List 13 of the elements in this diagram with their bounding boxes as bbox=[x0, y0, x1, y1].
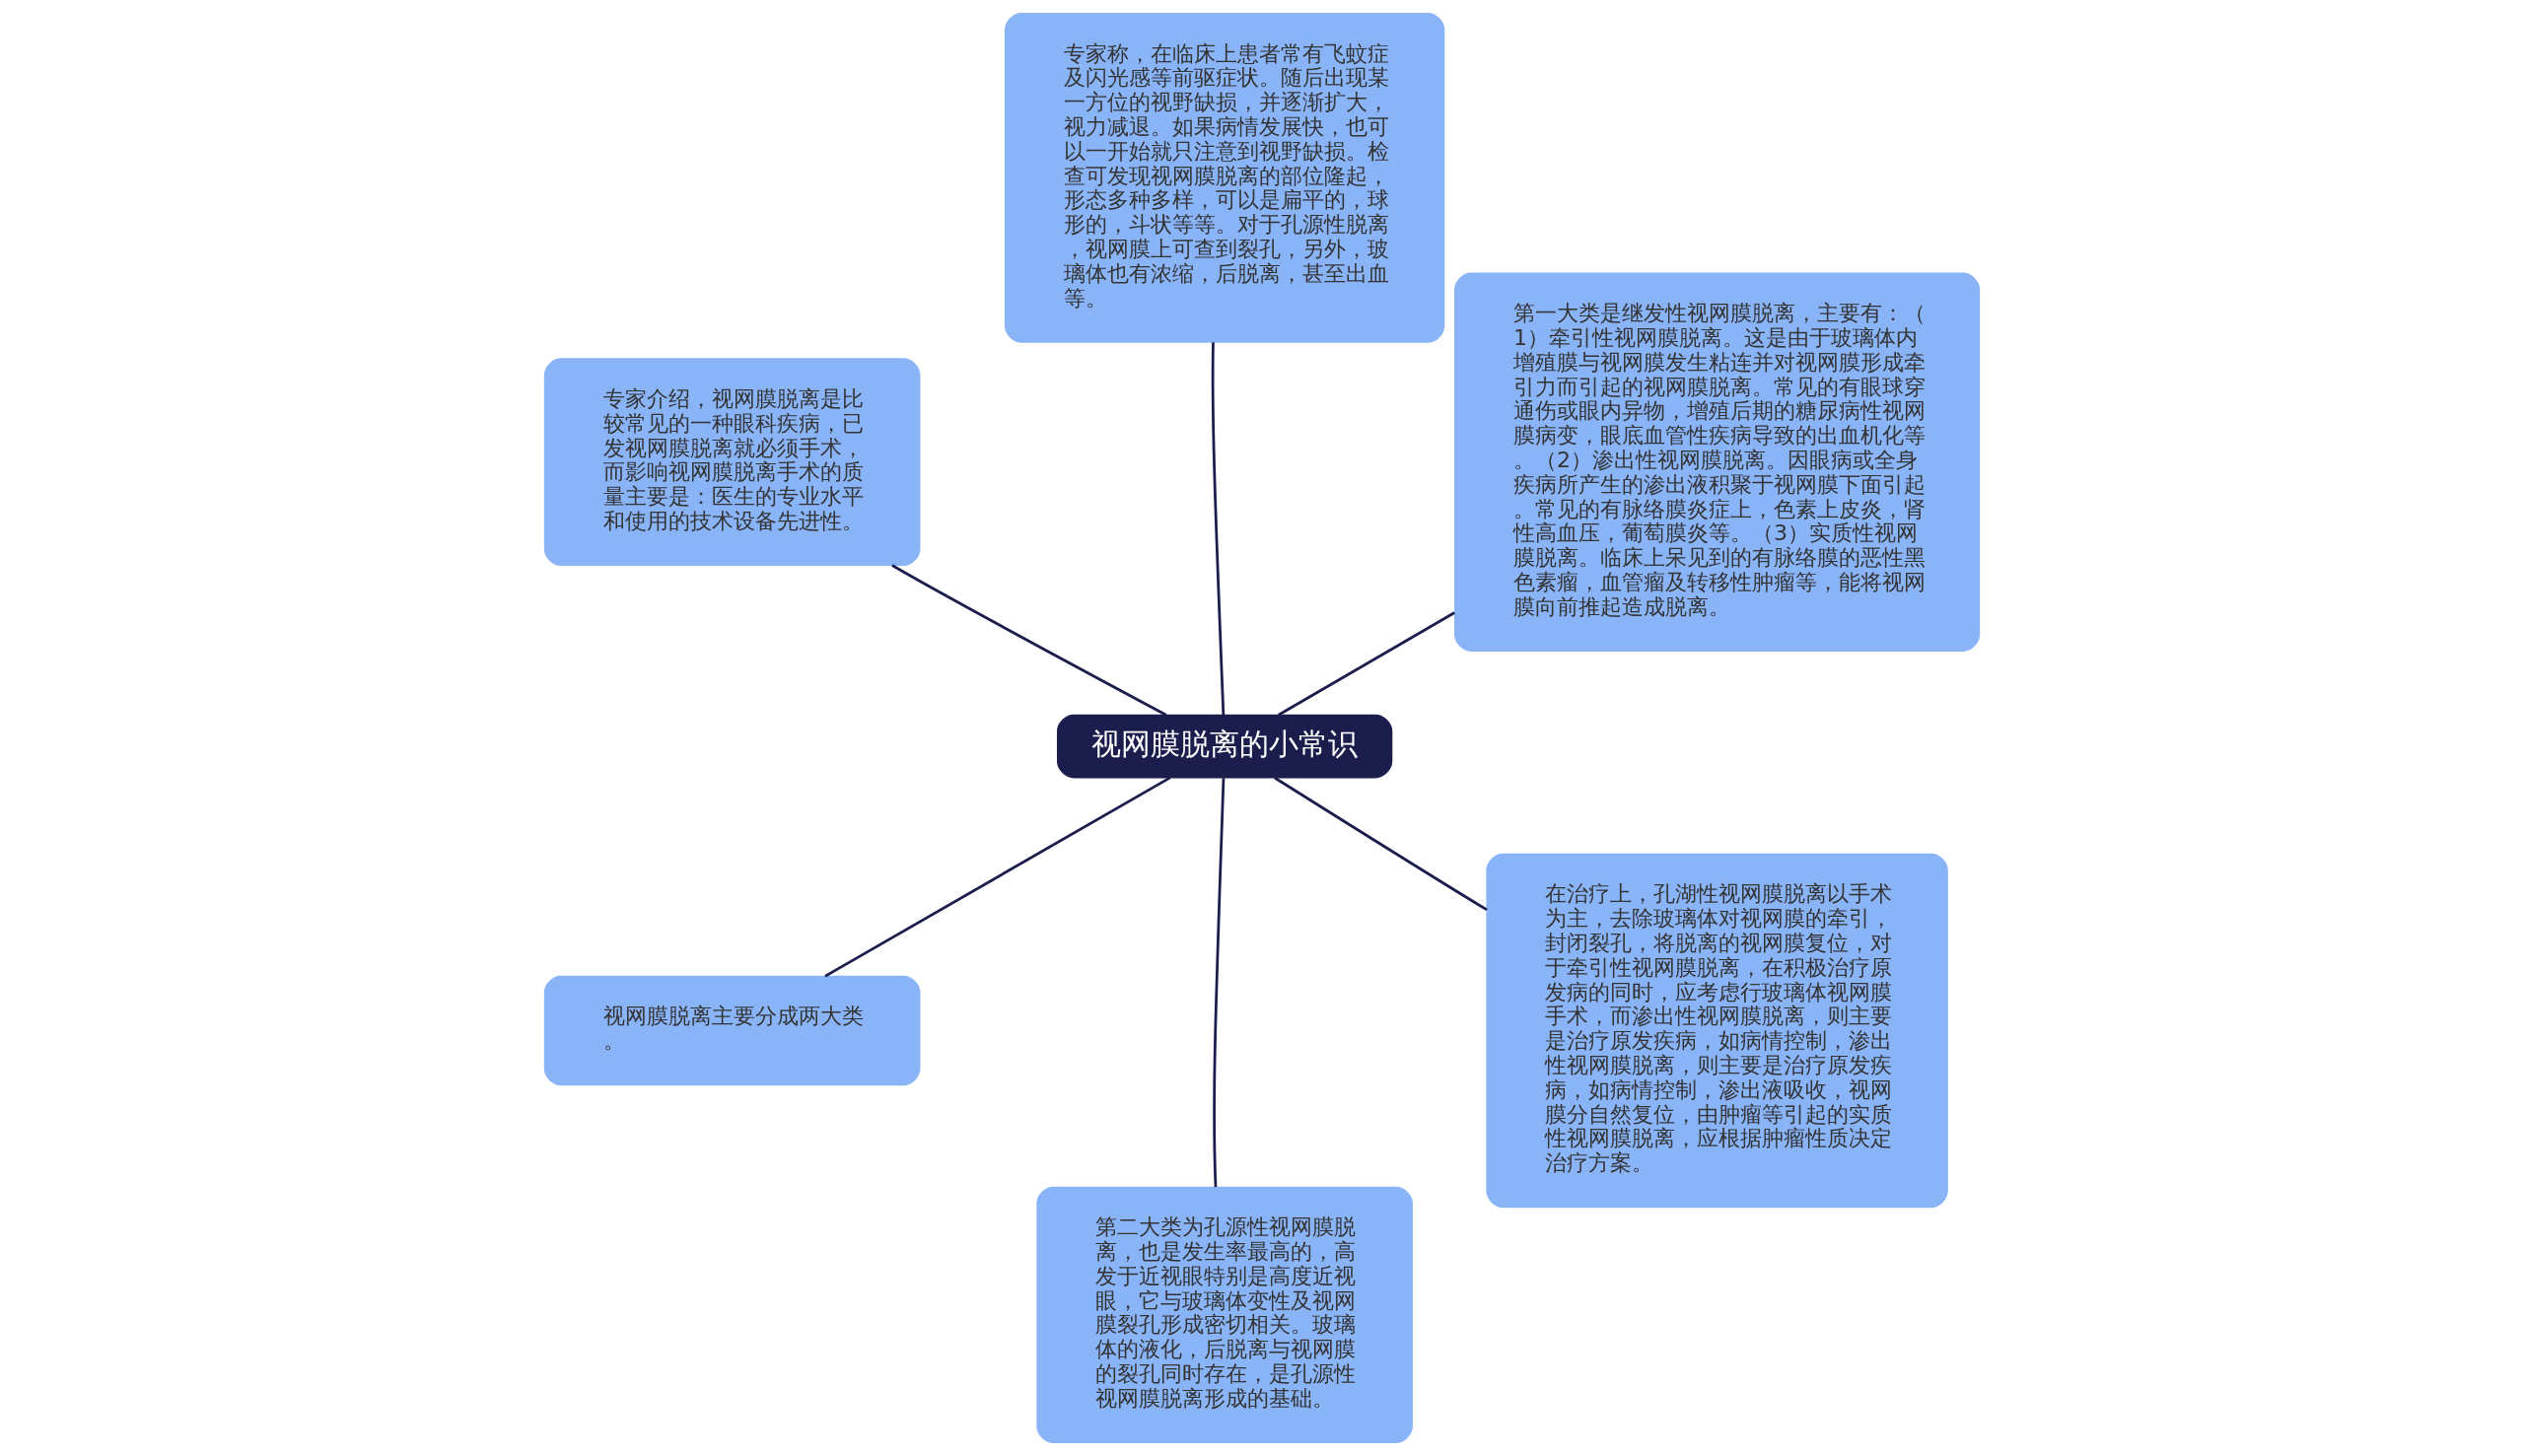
node-box: 专家称，在临床上患者常有飞蚊症及闪光感等前驱症状。随后出现某一方位的视野缺损，并逐渐扩大，视力减退。如果病情发展快，也可以一开始就只注意到视野缺损。检查可发现视网膜脱离的部位隆起，形态多种多样，可以是扁平的，球形的，斗状等等。对于孔源性脱离，视网膜上可查到裂孔，另外，玻璃体也有浓缩，后脱离，甚至出血等。 bbox=[1004, 12, 1445, 343]
connector bbox=[824, 776, 1171, 978]
connector bbox=[1213, 778, 1226, 1188]
node-box: 专家介绍，视网膜脱离是比较常见的一种眼科疾病，已发视网膜脱离就必须手术，而影响视网膜脱离手术的质量主要是：医生的专业水平和使用的技术设备先进性。 bbox=[543, 358, 921, 567]
node-box: 视网膜脱离主要分成两大类。 bbox=[543, 975, 921, 1086]
node-box: 第一大类是继发性视网膜脱离，主要有：（1）牵引性视网膜脱离。这是由于玻璃体内增殖膜与视网膜发生粘连并对视网膜形成牵引力而引起的视网膜脱离。常见的有眼球穿通伤或眼内异物，增殖后期的糖尿病性视网膜病变，眼底血管性疾病导致的出血机化等。（2）渗出性视网膜脱离。因眼病或全身疾病所产生的渗出液积聚于视网膜下面引起。常见的有脉络膜炎症上，色素上皮炎，肾性高血压，葡萄膜炎等。（3）实质性视网膜脱离。临床上呆见到的有脉络膜的恶性黑色素瘤，血管瘤及转移性肿瘤等，能将视网膜向前推起造成脱离。 bbox=[1454, 272, 1981, 652]
node-box: 视网膜脱离的小常识 bbox=[1056, 714, 1393, 779]
connector bbox=[1211, 342, 1226, 715]
connector bbox=[1274, 776, 1488, 912]
connector bbox=[1278, 611, 1455, 717]
node-box: 第二大类为孔源性视网膜脱离，也是发生率最高的，高发于近视眼特别是高度近视眼，它与玻璃体变性及视网膜裂孔形成密切相关。玻璃体的液化，后脱离与视网膜的裂孔同时存在，是孔源性视网膜脱离形成的基础。 bbox=[1036, 1186, 1413, 1444]
connector bbox=[891, 564, 1167, 717]
node-box: 在治疗上，孔湖性视网膜脱离以手术为主，去除玻璃体对视网膜的牵引，封闭裂孔，将脱离的视网膜复位，对于牵引性视网膜脱离，在积极治疗原发病的同时，应考虑行玻璃体视网膜手术，而渗出性视网膜脱离，则主要是治疗原发疾病，如病情控制，渗出性视网膜脱离，则主要是治疗原发疾病，如病情控制，渗出液吸收，视网膜分自然复位，由肿瘤等引起的实质性视网膜脱离，应根据肿瘤性质决定治疗方案。 bbox=[1486, 853, 1948, 1209]
